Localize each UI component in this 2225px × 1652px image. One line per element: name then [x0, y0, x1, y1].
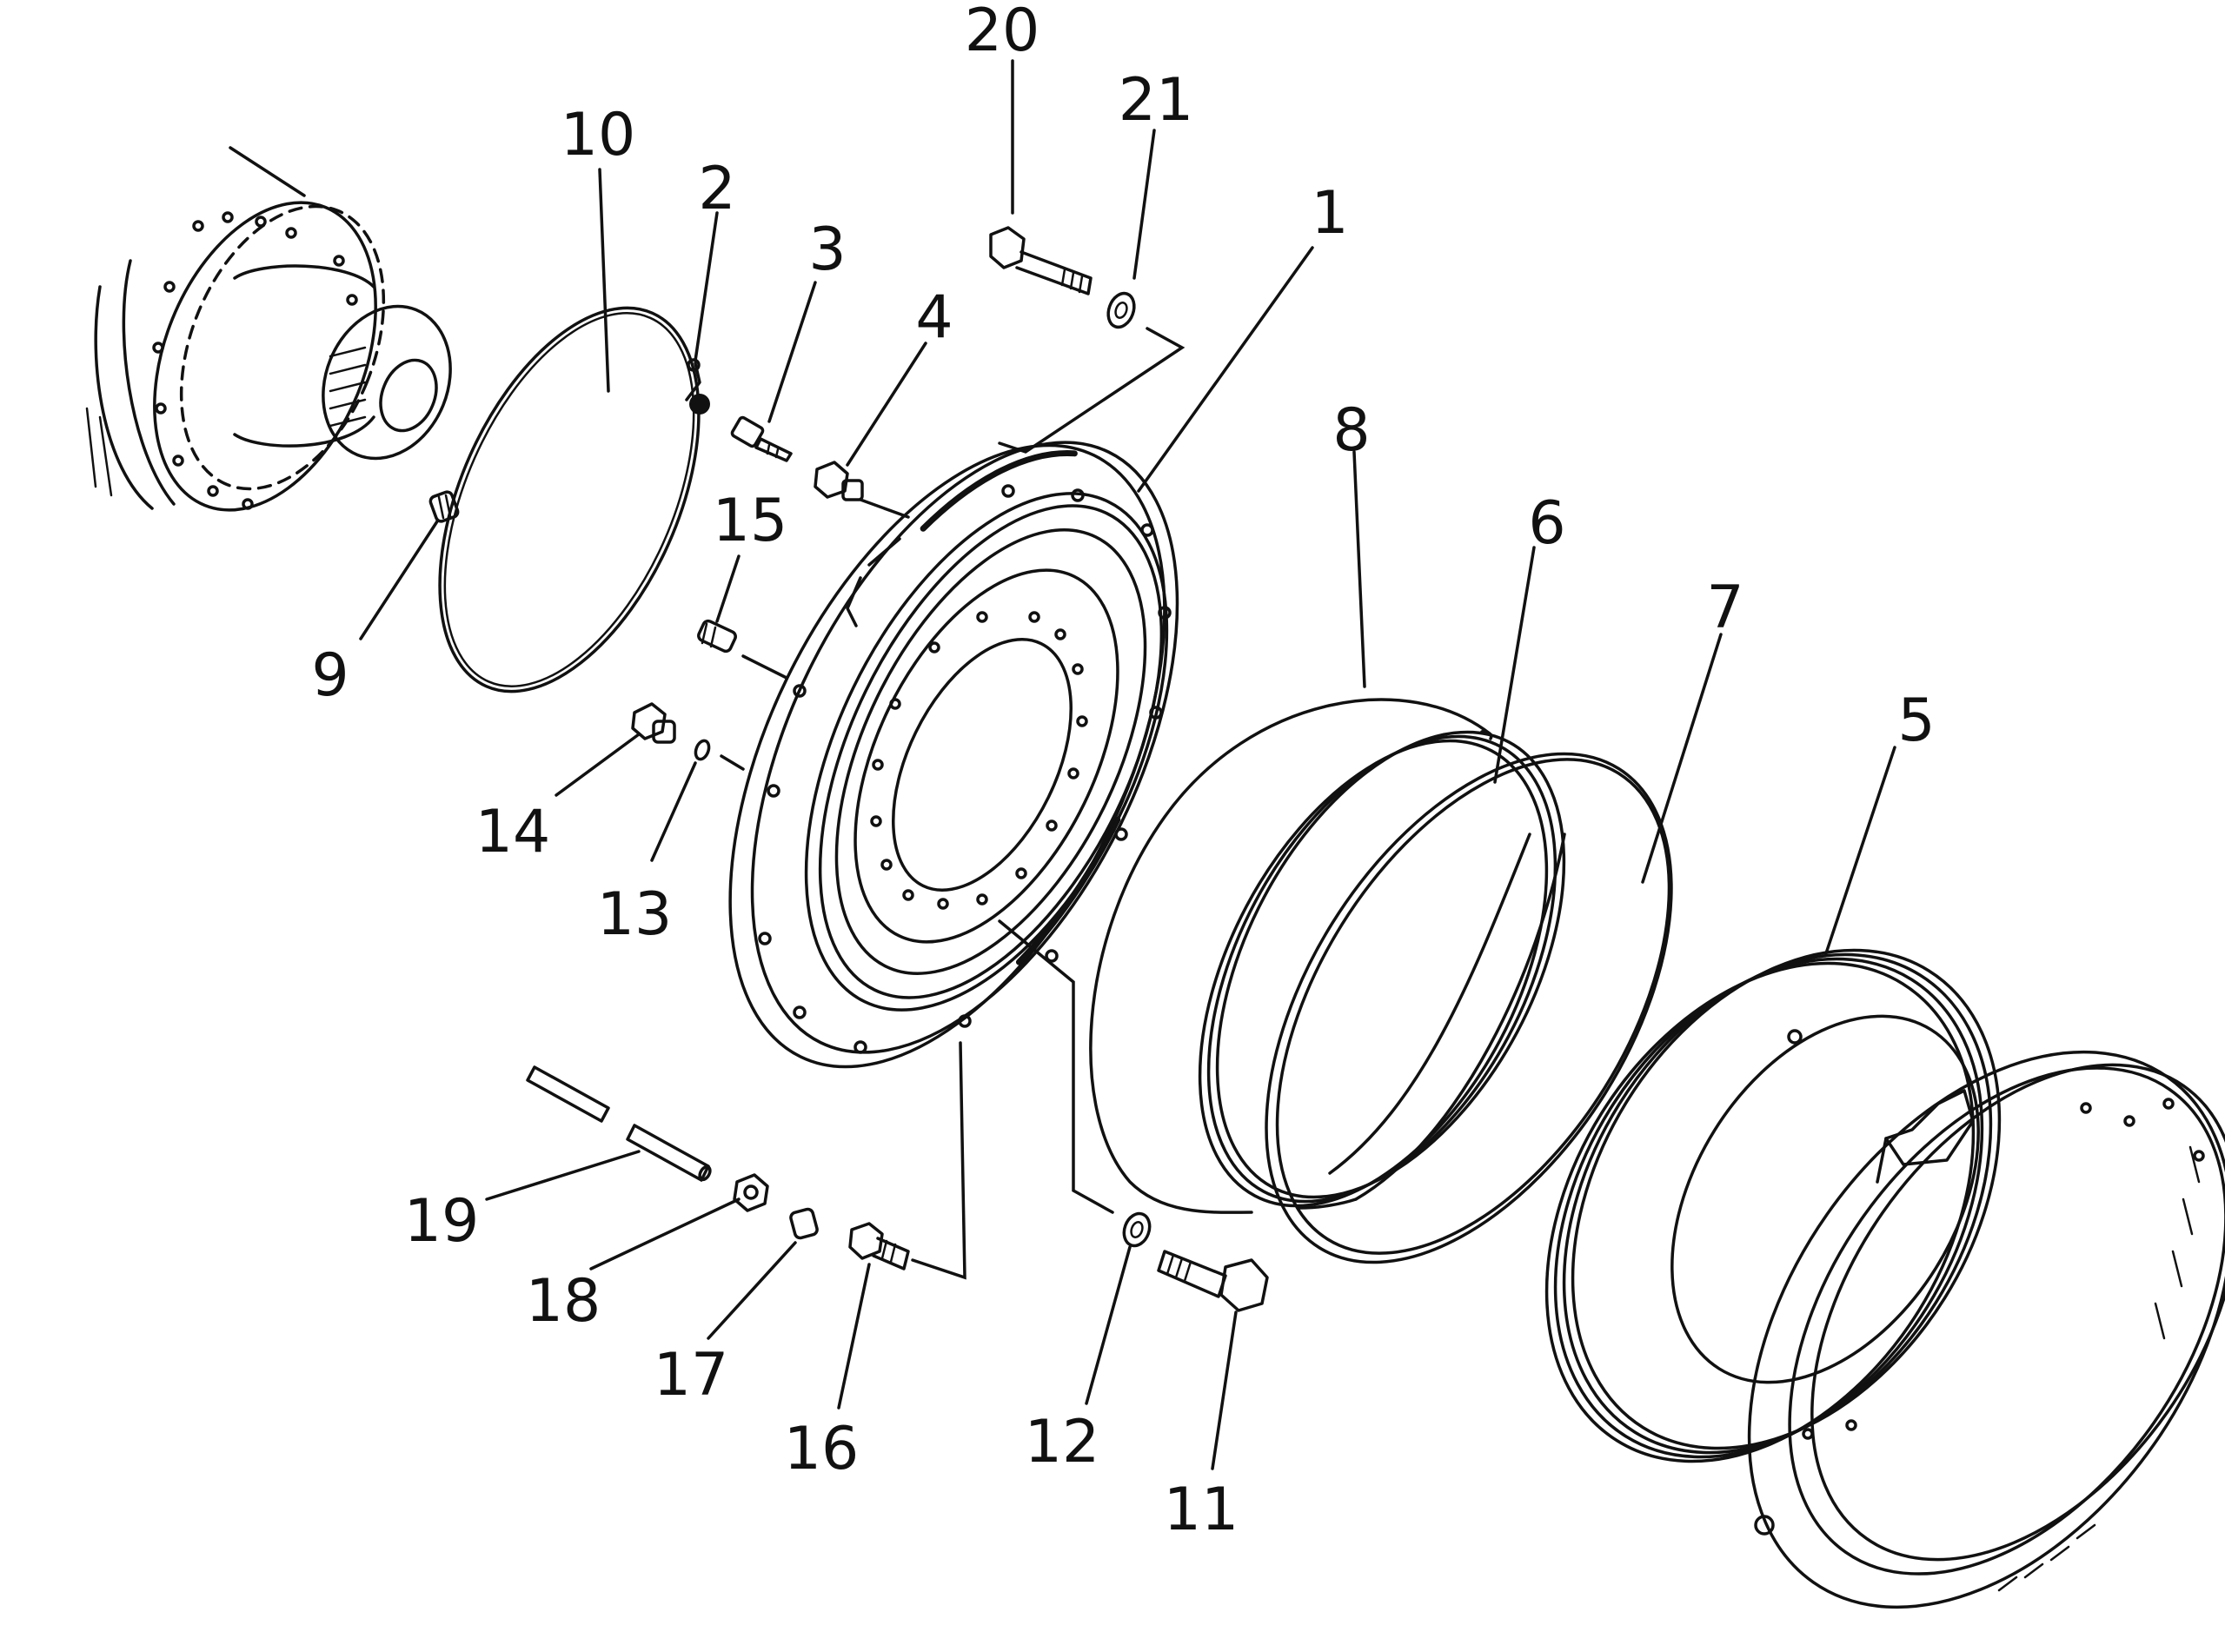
callout-18: 18: [526, 1267, 601, 1336]
callout-13: 13: [597, 880, 673, 949]
callout-3: 3: [808, 216, 846, 284]
part-10-o-ring: [438, 306, 701, 693]
part-14-plug: [631, 702, 676, 744]
part-5-piston: [1544, 948, 2002, 1463]
callout-6: 6: [1528, 489, 1565, 558]
callout-20: 20: [965, 0, 1040, 65]
callout-21: 21: [1119, 66, 1194, 135]
callout-labels: 1 2 3 4 5 6 7 8 9 10 11 12 13 14 15 16 1…: [311, 0, 1935, 1544]
part-18-nut: [733, 1173, 769, 1212]
part-7-ring: [1265, 752, 1673, 1264]
part-2-fitting: [685, 358, 710, 415]
callout-17: 17: [654, 1341, 729, 1410]
part-19-pins: [526, 1065, 712, 1182]
hub-assembly: [85, 146, 452, 512]
ring-gear-housing: [1747, 1050, 2225, 1609]
callout-9: 9: [311, 641, 349, 710]
part-16-fitting: [848, 1041, 966, 1280]
callout-15: 15: [713, 487, 788, 555]
part-6-seal-ring: [1198, 730, 1566, 1208]
callout-19: 19: [404, 1187, 480, 1256]
callout-1: 1: [1311, 179, 1348, 248]
part-12-washer: [1122, 1211, 1152, 1248]
part-20-bolt: [989, 226, 1093, 295]
bolt-insertion-line: [998, 327, 1186, 454]
fitting-insertion-line: [911, 1041, 966, 1280]
callout-11: 11: [1164, 1476, 1239, 1544]
callout-16: 16: [784, 1415, 860, 1483]
callout-12: 12: [1025, 1408, 1100, 1476]
part-1-cover-plate: [728, 441, 1179, 1069]
part-13-washer: [694, 739, 745, 771]
callout-2: 2: [698, 155, 735, 223]
leader-lines: [359, 59, 1896, 1470]
callout-10: 10: [561, 101, 636, 169]
callout-8: 8: [1332, 396, 1370, 465]
callout-7: 7: [1706, 574, 1743, 642]
part-15-nipple: [697, 619, 788, 680]
part-8-snap-ring: [1089, 698, 1493, 1214]
part-4-plug: [814, 461, 910, 519]
callout-14: 14: [475, 798, 551, 866]
callout-4: 4: [915, 283, 953, 352]
part-11-bolt: [1157, 1250, 1269, 1312]
bolt-11-insertion-line: [998, 919, 1114, 1214]
part-21-washer: [1106, 291, 1136, 329]
callout-5: 5: [1897, 687, 1935, 755]
part-17-cap: [789, 1207, 819, 1240]
part-3-bleeder: [730, 415, 793, 462]
